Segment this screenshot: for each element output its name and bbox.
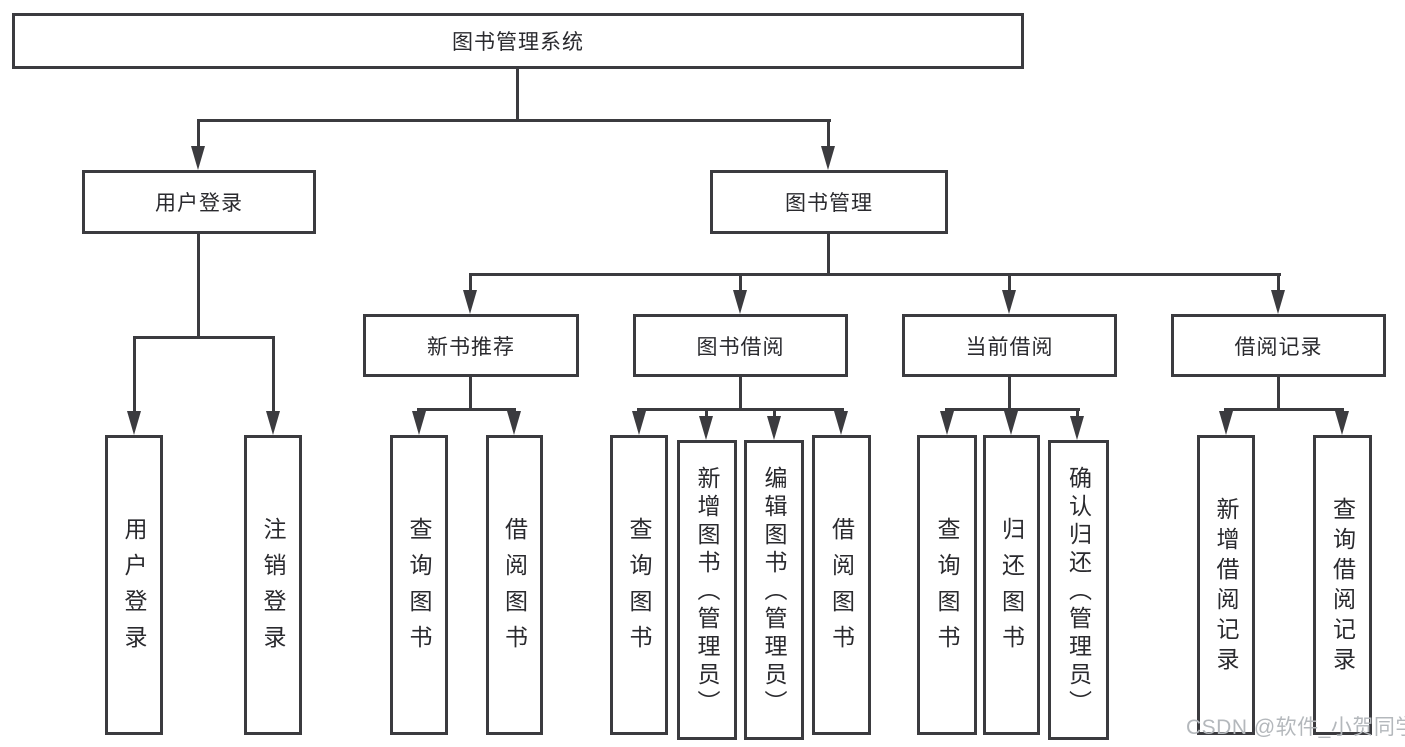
connector-root-stem — [516, 69, 519, 120]
leaf-label: 用户登录 — [121, 516, 147, 661]
leaf-label: 查询图书 — [934, 516, 960, 661]
node-label: 用户登录 — [155, 192, 243, 215]
leaf-label: 归还图书 — [998, 516, 1025, 661]
arrow-down-icon — [632, 411, 646, 435]
connector-drop — [773, 408, 776, 417]
leaf-label: 确认归还（管理员） — [1065, 465, 1092, 718]
arrow-down-icon — [699, 416, 713, 440]
node-book-borrow: 图书借阅 — [633, 314, 848, 377]
leaf-label: 查询图书 — [406, 516, 432, 661]
leaf-confirm-return-admin: 确认归还（管理员） — [1048, 440, 1109, 740]
node-label: 借阅记录 — [1234, 335, 1323, 359]
node-label: 新书推荐 — [427, 335, 515, 359]
connector-drop — [272, 336, 275, 413]
connector-drop — [1008, 273, 1011, 293]
leaf-borrow-book-recommend: 借阅图书 — [486, 435, 543, 735]
arrow-down-icon — [1219, 411, 1233, 435]
leaf-return-book: 归还图书 — [983, 435, 1040, 735]
connector-level2-bar — [469, 273, 1281, 276]
csdn-watermark: CSDN @软件_小贺同学 — [1186, 716, 1405, 739]
connector-drop — [1076, 408, 1079, 417]
leaf-query-book-borrow: 查询图书 — [610, 435, 668, 735]
arrow-down-icon — [733, 290, 747, 314]
arrow-down-icon — [1070, 416, 1084, 440]
leaf-label: 新增借阅记录 — [1213, 497, 1239, 677]
arrow-down-icon — [191, 146, 205, 170]
connector-stem — [739, 377, 742, 411]
node-library-system: 图书管理系统 — [12, 13, 1024, 69]
connector-bar — [1224, 408, 1344, 411]
leaf-label: 借阅图书 — [828, 516, 855, 661]
connector-bar — [945, 408, 1080, 411]
leaf-label: 查询借阅记录 — [1329, 497, 1356, 677]
arrow-down-icon — [940, 411, 954, 435]
arrow-down-icon — [266, 411, 280, 435]
leaf-edit-book-admin: 编辑图书（管理员） — [744, 440, 804, 740]
arrow-down-icon — [1335, 411, 1349, 435]
connector-drop — [705, 408, 708, 417]
arrow-down-icon — [463, 290, 477, 314]
arrow-down-icon — [1002, 290, 1016, 314]
node-current-borrow: 当前借阅 — [902, 314, 1117, 377]
connector-bar — [637, 408, 844, 411]
leaf-add-book-admin: 新增图书（管理员） — [677, 440, 737, 740]
node-label: 当前借阅 — [965, 335, 1054, 359]
node-user-login: 用户登录 — [82, 170, 316, 234]
leaf-logout: 注销登录 — [244, 435, 302, 735]
connector-drop — [469, 273, 472, 293]
arrow-down-icon — [767, 416, 781, 440]
node-new-book-recommend: 新书推荐 — [363, 314, 579, 377]
connector-drop — [1277, 273, 1280, 293]
arrow-down-icon — [834, 411, 848, 435]
leaf-label: 注销登录 — [260, 516, 286, 661]
connector-level1-bar — [197, 119, 831, 122]
node-book-management: 图书管理 — [710, 170, 948, 234]
leaf-user-login: 用户登录 — [105, 435, 163, 735]
leaf-query-borrow-record: 查询借阅记录 — [1313, 435, 1372, 735]
node-label: 图书管理系统 — [452, 31, 584, 54]
connector-user-login-bar — [133, 336, 275, 339]
node-label: 图书借阅 — [696, 335, 785, 359]
connector-stem — [469, 377, 472, 411]
leaf-label: 编辑图书（管理员） — [761, 465, 787, 718]
leaf-label: 新增图书（管理员） — [694, 465, 720, 718]
leaf-label: 借阅图书 — [501, 516, 528, 661]
leaf-label: 查询图书 — [626, 516, 652, 661]
connector-drop — [133, 336, 136, 413]
node-label: 图书管理 — [785, 192, 873, 215]
connector-drop-user-login — [197, 119, 200, 149]
arrow-down-icon — [127, 411, 141, 435]
connector-drop-book-mgmt — [827, 119, 830, 149]
leaf-query-book-current: 查询图书 — [917, 435, 977, 735]
arrow-down-icon — [1271, 290, 1285, 314]
connector-bar — [417, 408, 516, 411]
arrow-down-icon — [507, 411, 521, 435]
leaf-borrow-book: 借阅图书 — [812, 435, 871, 735]
arrow-down-icon — [412, 411, 426, 435]
connector-user-login-stem — [197, 234, 200, 339]
connector-book-mgmt-stem — [827, 234, 830, 276]
connector-stem — [1277, 377, 1280, 411]
arrow-down-icon — [821, 146, 835, 170]
node-borrow-record: 借阅记录 — [1171, 314, 1386, 377]
leaf-add-borrow-record: 新增借阅记录 — [1197, 435, 1255, 735]
leaf-query-book-recommend: 查询图书 — [390, 435, 448, 735]
arrow-down-icon — [1004, 411, 1018, 435]
connector-stem — [1008, 377, 1011, 411]
connector-drop — [739, 273, 742, 293]
